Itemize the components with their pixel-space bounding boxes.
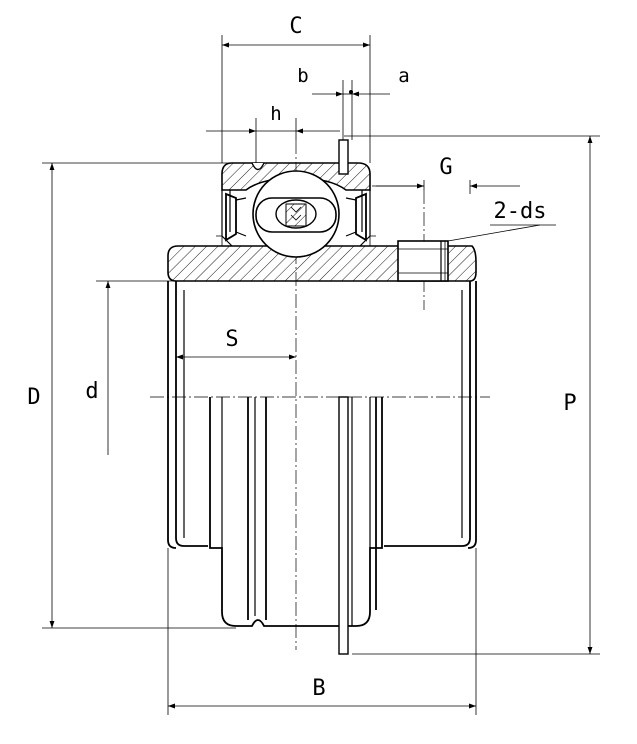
label-D: D bbox=[27, 385, 40, 410]
extension-lines bbox=[42, 35, 600, 715]
snap-ring-bottom bbox=[338, 396, 349, 655]
ball-and-cage bbox=[252, 170, 340, 258]
label-d: d bbox=[85, 379, 98, 404]
seals bbox=[216, 190, 376, 247]
snap-ring-top bbox=[338, 139, 349, 175]
label-h: h bbox=[270, 103, 281, 125]
bearing-body bbox=[167, 281, 477, 655]
label-a: a bbox=[398, 65, 409, 87]
label-S: S bbox=[225, 327, 238, 352]
label-G: G bbox=[439, 155, 452, 180]
label-C: C bbox=[289, 14, 302, 39]
label-P: P bbox=[563, 391, 576, 416]
label-B: B bbox=[312, 676, 325, 701]
set-screw bbox=[397, 240, 449, 282]
dim-a-dot bbox=[349, 90, 353, 94]
label-2-ds: 2-ds bbox=[494, 199, 547, 224]
label-b: b bbox=[297, 65, 308, 87]
dimension-lines bbox=[49, 42, 593, 709]
inner-ring-section bbox=[167, 240, 477, 282]
dimension-labels: C b a h G 2-ds S D d P B bbox=[27, 14, 576, 701]
